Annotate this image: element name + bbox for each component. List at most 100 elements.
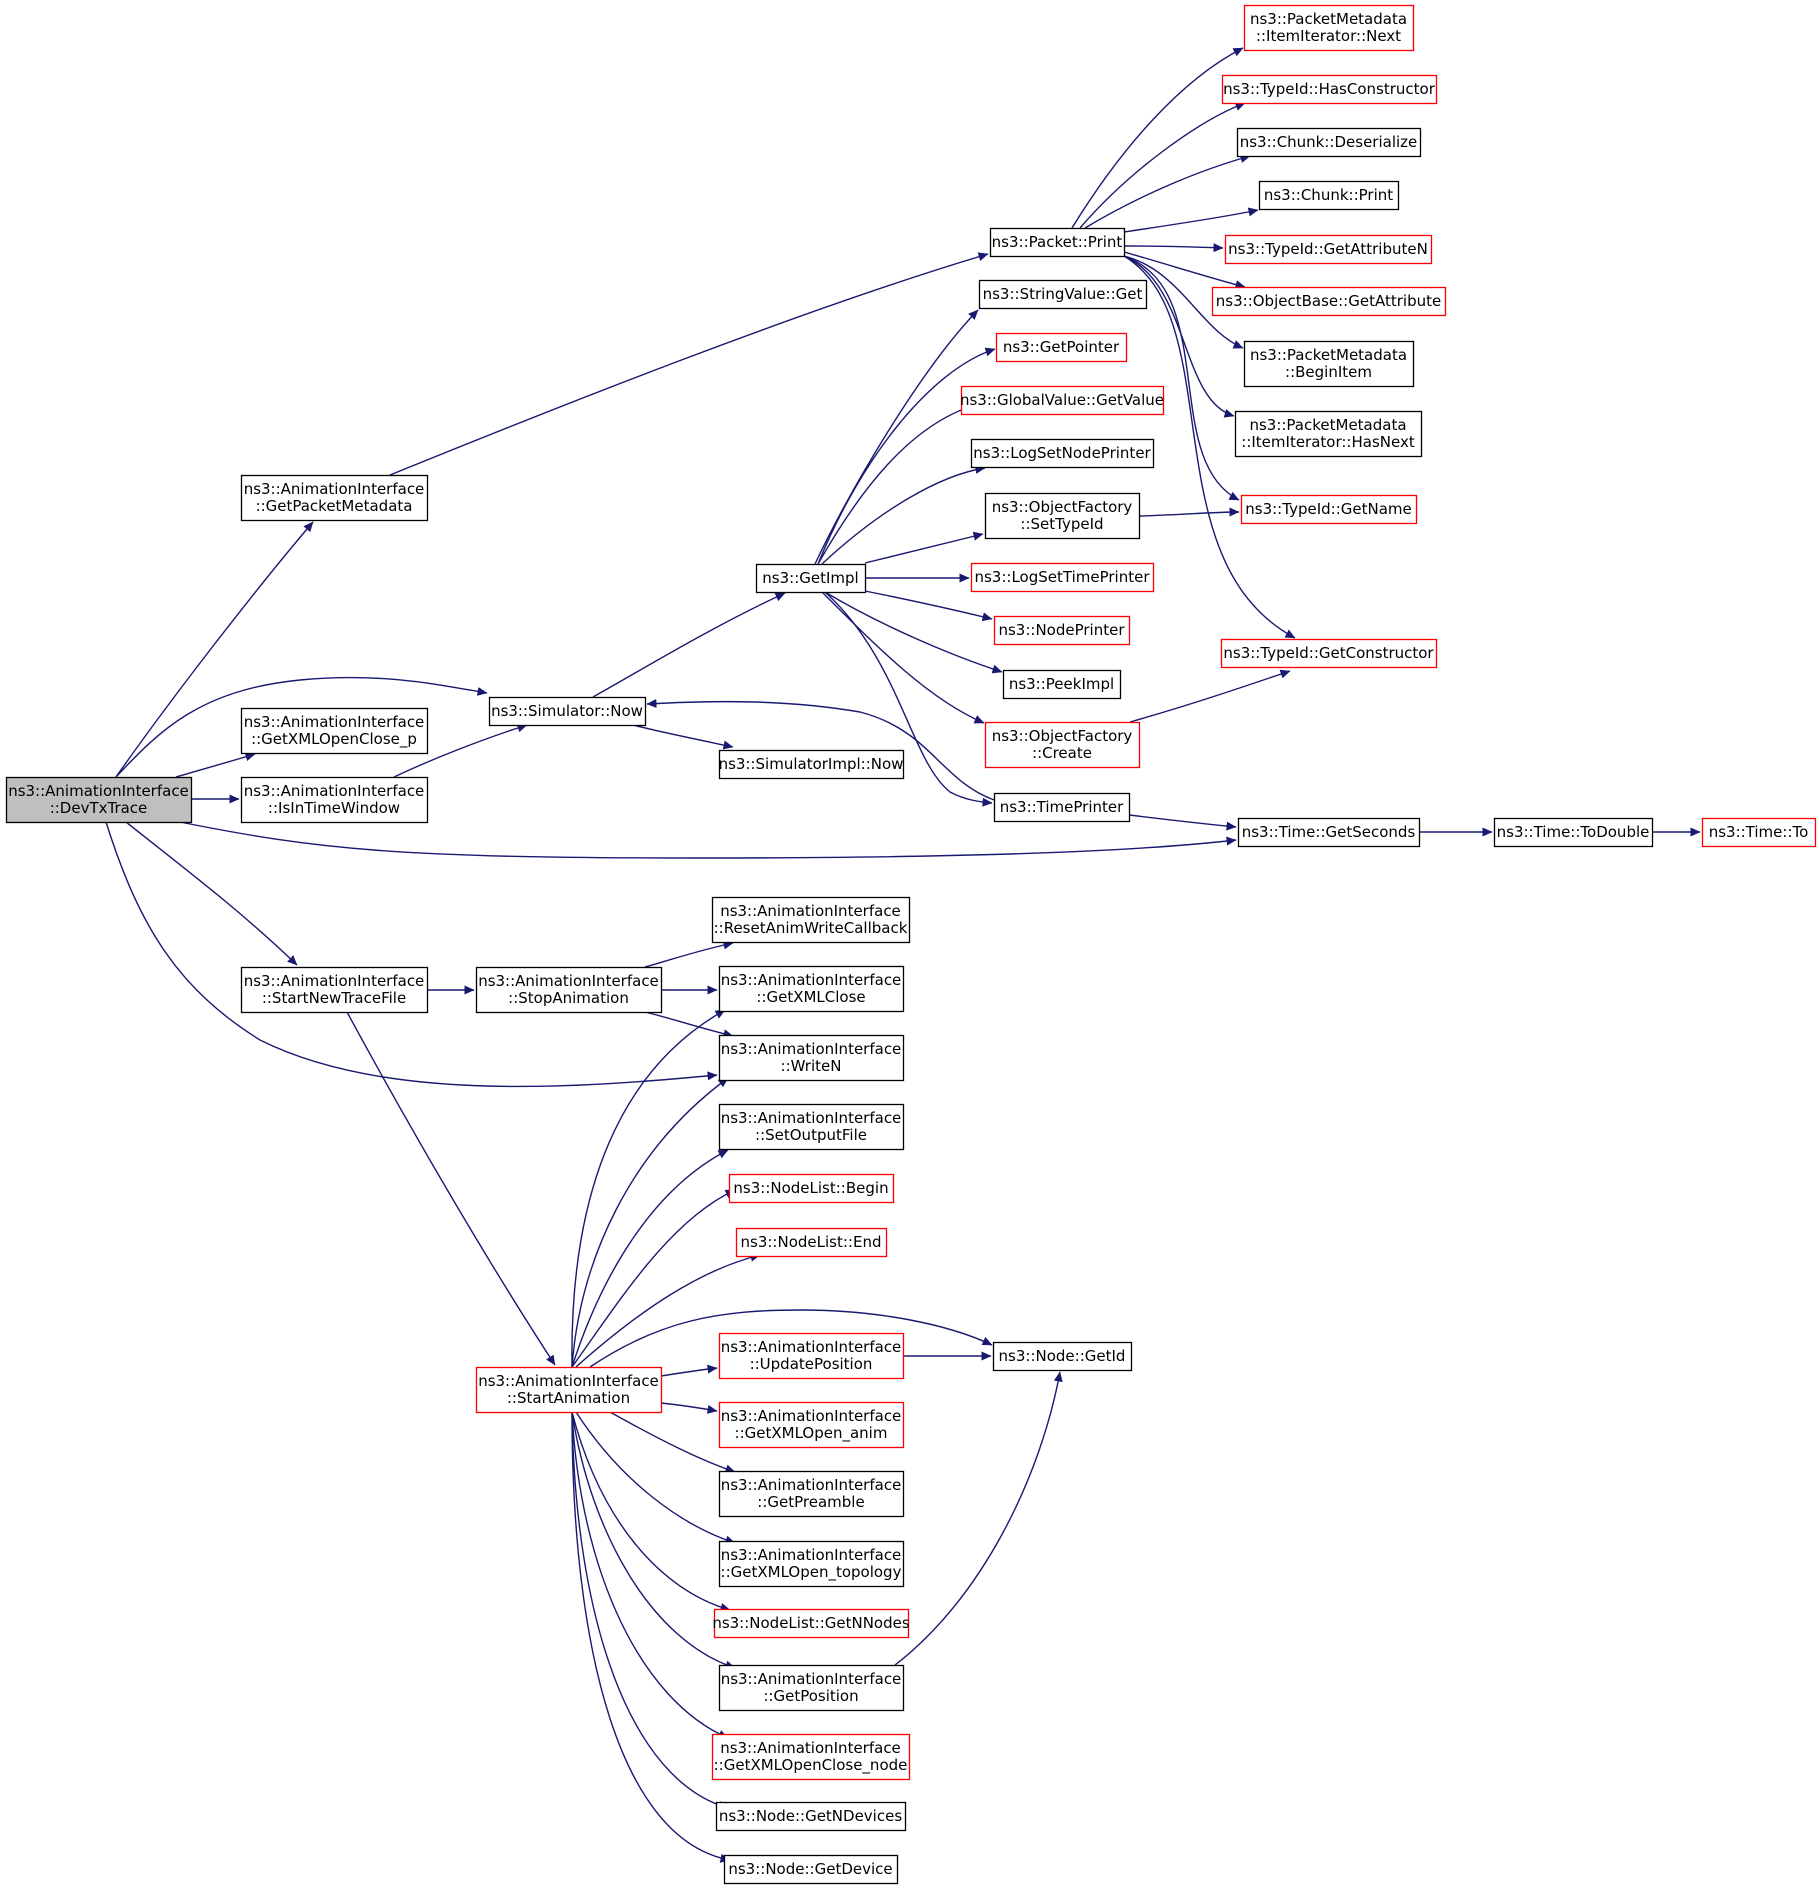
node-pmitemiternext[interactable]: ns3::PacketMetadata::ItemIterator::Next — [1243, 4, 1415, 52]
node-label-getimpl-line-1: ns3::GetImpl — [762, 569, 858, 587]
node-label-nodeprinter-line-1: ns3::NodePrinter — [998, 621, 1125, 639]
node-peekimpl[interactable]: ns3::PeekImpl — [1002, 669, 1122, 700]
node-label-stringvalueget-line-1: ns3::StringValue::Get — [983, 285, 1143, 303]
node-label-devtx-line-2: ::DevTxTrace — [50, 799, 148, 817]
node-box-nodelistbegin — [728, 1173, 895, 1204]
node-setoutputfile[interactable]: ns3::AnimationInterface::SetOutputFile — [718, 1103, 905, 1151]
node-getpktmeta[interactable]: ns3::AnimationInterface::GetPacketMetada… — [240, 474, 429, 522]
node-typeidgetattrn[interactable]: ns3::TypeId::GetAttributeN — [1224, 234, 1433, 265]
node-typeidhasctor[interactable]: ns3::TypeId::HasConstructor — [1221, 74, 1438, 105]
node-label-nodegetdevice-line-1: ns3::Node::GetDevice — [728, 1860, 892, 1878]
node-isintimewindow[interactable]: ns3::AnimationInterface::IsInTimeWindow — [240, 776, 429, 824]
node-objbasegetattr[interactable]: ns3::ObjectBase::GetAttribute — [1211, 286, 1447, 317]
edge-startanimation-to-getxmlclose — [571, 1009, 726, 1368]
node-getxmlclose[interactable]: ns3::AnimationInterface::GetXMLClose — [718, 965, 905, 1013]
node-box-resetanimwritecb — [711, 896, 911, 944]
node-stringvalueget[interactable]: ns3::StringValue::Get — [978, 279, 1148, 310]
node-label-writen-line-1: ns3::AnimationInterface — [721, 1040, 902, 1058]
node-getxmlopenclosep[interactable]: ns3::AnimationInterface::GetXMLOpenClose… — [240, 707, 429, 755]
node-updateposition[interactable]: ns3::AnimationInterface::UpdatePosition — [718, 1332, 905, 1380]
node-timetodouble[interactable]: ns3::Time::ToDouble — [1493, 817, 1654, 848]
edge-startanimation-to-nodegetndevices — [571, 1411, 729, 1810]
node-box-globalvalueget — [960, 385, 1165, 416]
node-startnewtracefile[interactable]: ns3::AnimationInterface::StartNewTraceFi… — [240, 966, 429, 1014]
node-label-pmitemiterhasnext-line-2: ::ItemIterator::HasNext — [1241, 433, 1415, 451]
node-label-updateposition-line-1: ns3::AnimationInterface — [721, 1338, 902, 1356]
edge-getimpl-to-logsetnodeprinter — [821, 465, 986, 565]
edge-getimpl-to-peekimpl — [824, 591, 1003, 674]
node-logsettimeprinter[interactable]: ns3::LogSetTimePrinter — [970, 562, 1155, 593]
edge-packetprint-to-pmbeginitem — [1123, 255, 1244, 349]
node-pmitemiterhasnext[interactable]: ns3::PacketMetadata::ItemIterator::HasNe… — [1234, 410, 1423, 458]
node-box-nodegetndevices — [715, 1801, 907, 1832]
edge-getimpl-to-objfactcreate — [821, 591, 985, 724]
node-typeidgetctor[interactable]: ns3::TypeId::GetConstructor — [1220, 638, 1438, 669]
edge-devtx-to-simnow — [115, 676, 488, 778]
node-resetanimwritecb[interactable]: ns3::AnimationInterface::ResetAnimWriteC… — [711, 896, 911, 944]
node-simnow[interactable]: ns3::Simulator::Now — [488, 696, 647, 727]
node-box-timetodouble — [1493, 817, 1654, 848]
node-getpreamble[interactable]: ns3::AnimationInterface::GetPreamble — [718, 1470, 905, 1518]
node-nodelistend[interactable]: ns3::NodeList::End — [735, 1227, 888, 1258]
node-packetprint[interactable]: ns3::Packet::Print — [989, 227, 1126, 258]
node-box-writen — [718, 1034, 905, 1082]
node-simimplnow[interactable]: ns3::SimulatorImpl::Now — [719, 749, 905, 780]
node-getposition[interactable]: ns3::AnimationInterface::GetPosition — [718, 1664, 905, 1712]
node-label-pmitemiterhasnext-line-1: ns3::PacketMetadata — [1249, 416, 1406, 434]
node-nodelistbegin[interactable]: ns3::NodeList::Begin — [728, 1173, 895, 1204]
node-getpointer[interactable]: ns3::GetPointer — [995, 332, 1128, 363]
node-box-stringvalueget — [978, 279, 1148, 310]
edge-packetprint-to-typeidhasctor — [1079, 102, 1246, 229]
node-label-getxmlopenclosenode-line-2: ::GetXMLOpenClose_node — [714, 1756, 908, 1775]
node-nodegetndevices[interactable]: ns3::Node::GetNDevices — [715, 1801, 907, 1832]
edge-getimpl-to-nodeprinter — [864, 590, 993, 622]
node-label-stopanimation-line-2: ::StopAnimation — [508, 989, 629, 1007]
node-nodegetid[interactable]: ns3::Node::GetId — [992, 1341, 1133, 1372]
node-box-getimpl — [755, 563, 867, 594]
node-objfactsettypeid[interactable]: ns3::ObjectFactory::SetTypeId — [984, 492, 1141, 540]
node-label-timeto-line-1: ns3::Time::To — [1709, 823, 1809, 841]
node-nodegetdevice[interactable]: ns3::Node::GetDevice — [723, 1854, 899, 1885]
node-getxmlopenanim[interactable]: ns3::AnimationInterface::GetXMLOpen_anim — [718, 1401, 905, 1449]
node-logsetnodeprinter[interactable]: ns3::LogSetNodePrinter — [970, 438, 1155, 469]
node-label-setoutputfile-line-1: ns3::AnimationInterface — [721, 1109, 902, 1127]
node-box-typeidgetctor — [1220, 638, 1438, 669]
node-label-getxmlopenclosenode-line-1: ns3::AnimationInterface — [720, 1739, 901, 1757]
node-box-chunkdeser — [1236, 127, 1422, 158]
node-box-setoutputfile — [718, 1103, 905, 1151]
node-typeidgetname[interactable]: ns3::TypeId::GetName — [1240, 494, 1418, 525]
node-getimpl[interactable]: ns3::GetImpl — [755, 563, 867, 594]
node-box-getxmlclose — [718, 965, 905, 1013]
node-timeto[interactable]: ns3::Time::To — [1701, 817, 1817, 848]
edge-getimpl-to-getpointer — [817, 347, 996, 565]
node-startanimation[interactable]: ns3::AnimationInterface::StartAnimation — [475, 1366, 663, 1414]
edge-getimpl-to-stringvalueget — [814, 309, 979, 565]
node-devtx[interactable]: ns3::AnimationInterface::DevTxTrace — [5, 776, 193, 824]
node-nodelistgetnnodes[interactable]: ns3::NodeList::GetNNodes — [712, 1608, 910, 1639]
node-timeprinter[interactable]: ns3::TimePrinter — [993, 792, 1131, 823]
node-nodeprinter[interactable]: ns3::NodePrinter — [993, 615, 1131, 646]
node-pmbeginitem[interactable]: ns3::PacketMetadata::BeginItem — [1243, 340, 1415, 388]
edge-getposition-to-nodegetid — [894, 1371, 1063, 1666]
edge-startanimation-to-getpreamble — [609, 1411, 736, 1474]
edge-startanimation-to-nodegetdevice — [571, 1411, 731, 1863]
node-box-pmitemiterhasnext — [1234, 410, 1423, 458]
node-chunkprint[interactable]: ns3::Chunk::Print — [1258, 180, 1400, 211]
node-label-isintimewindow-line-2: ::IsInTimeWindow — [268, 799, 400, 817]
node-box-getpktmeta — [240, 474, 429, 522]
edge-startanimation-to-nodelistbegin — [571, 1189, 736, 1368]
node-box-timegetseconds — [1237, 817, 1421, 848]
node-objfactcreate[interactable]: ns3::ObjectFactory::Create — [984, 721, 1141, 769]
node-box-pmbeginitem — [1243, 340, 1415, 388]
node-chunkdeser[interactable]: ns3::Chunk::Deserialize — [1236, 127, 1422, 158]
edge-isintimewindow-to-simnow — [393, 723, 528, 778]
node-label-nodegetndevices-line-1: ns3::Node::GetNDevices — [719, 1807, 902, 1825]
node-globalvalueget[interactable]: ns3::GlobalValue::GetValue — [960, 385, 1165, 416]
node-label-getxmlopenclosep-line-1: ns3::AnimationInterface — [244, 713, 425, 731]
node-getxmlopenclosenode[interactable]: ns3::AnimationInterface::GetXMLOpenClose… — [711, 1733, 911, 1781]
node-writen[interactable]: ns3::AnimationInterface::WriteN — [718, 1034, 905, 1082]
node-timegetseconds[interactable]: ns3::Time::GetSeconds — [1237, 817, 1421, 848]
edge-startanimation-to-getxmlopentopo — [575, 1411, 736, 1545]
node-getxmlopentopo[interactable]: ns3::AnimationInterface::GetXMLOpen_topo… — [718, 1540, 905, 1588]
node-stopanimation[interactable]: ns3::AnimationInterface::StopAnimation — [475, 966, 663, 1014]
